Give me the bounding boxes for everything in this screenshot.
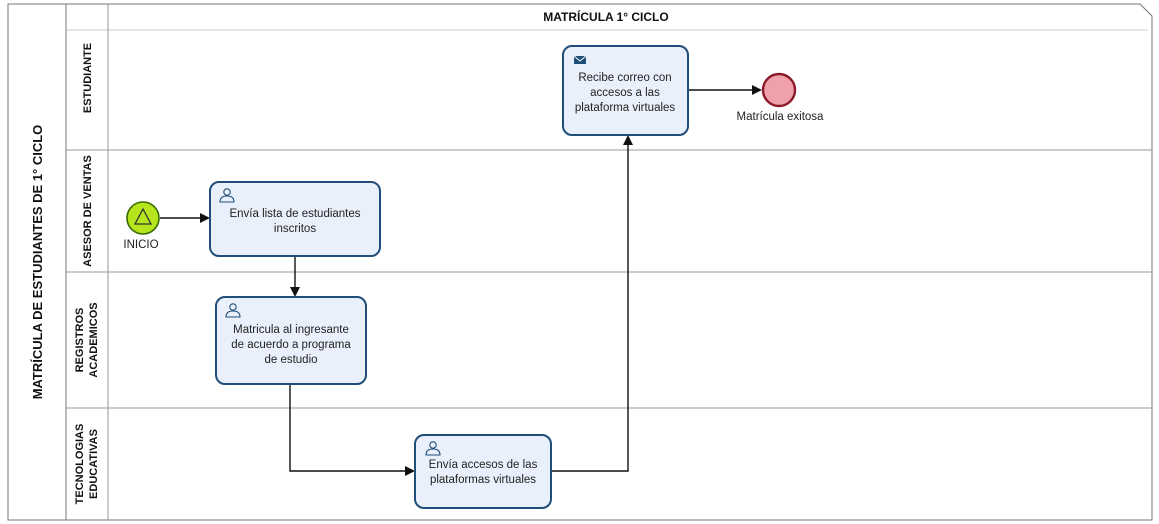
user-icon	[425, 441, 441, 456]
task-envia-accesos[interactable]: Envía accesos de las plataformas virtual…	[414, 434, 552, 509]
lane-label-line: EDUCATIVAS	[88, 429, 100, 499]
lane-label-line: REGISTROS	[74, 308, 86, 373]
lane-label-registros: REGISTROS ACADEMICOS	[74, 302, 100, 377]
start-event-label: INICIO	[123, 239, 158, 251]
lane-separators	[66, 4, 1152, 520]
lane-label-line: ESTUDIANTE	[82, 43, 94, 113]
task-label-line: inscritos	[274, 223, 316, 235]
task-matricula[interactable]: Matricula al ingresante de acuerdo a pro…	[215, 296, 367, 385]
pool	[7, 3, 1153, 521]
task-label-line: Envía accesos de las	[429, 459, 538, 471]
lane-label-asesor: ASESOR DE VENTAS	[82, 155, 94, 267]
pool-label: MATRÍCULA DE ESTUDIANTES DE 1° CICLO	[30, 125, 45, 400]
task-label-line: Envía lista de estudiantes	[229, 208, 360, 220]
task-label-line: Matricula al ingresante	[233, 324, 349, 336]
lane-label-estudiante: ESTUDIANTE	[82, 43, 94, 113]
task-label-line: de estudio	[264, 354, 317, 366]
start-event[interactable]	[126, 201, 160, 235]
task-envia-lista[interactable]: Envía lista de estudiantes inscritos	[209, 181, 381, 257]
end-event[interactable]	[761, 72, 797, 108]
task-label-line: Recibe correo con	[578, 72, 671, 84]
pool-title: MATRÍCULA 1° CICLO	[543, 9, 668, 24]
envelope-icon	[573, 55, 587, 64]
lane-label-line: TECNOLOGIAS	[74, 424, 86, 505]
task-recibe-correo[interactable]: Recibe correo con accesos a las platafor…	[562, 45, 689, 136]
lane-label-line: ACADEMICOS	[88, 302, 100, 377]
task-label-line: accesos a las	[590, 87, 660, 99]
task-label-line: plataforma virtuales	[575, 102, 676, 114]
flow-envia-accesos-to-recibe-correo	[551, 135, 633, 472]
task-label-line: plataformas virtuales	[430, 474, 536, 486]
triangle-icon	[133, 207, 153, 225]
sequence-flows	[160, 85, 762, 476]
task-label-line: de acuerdo a programa	[231, 339, 351, 351]
user-icon	[219, 188, 235, 203]
end-event-label: Matrícula exitosa	[737, 111, 825, 123]
flow-matricula-to-envia-accesos	[289, 384, 415, 476]
user-icon	[225, 303, 241, 318]
lane-label-line: ASESOR DE VENTAS	[82, 155, 94, 267]
lane-label-tecnologias: TECNOLOGIAS EDUCATIVAS	[74, 424, 100, 505]
